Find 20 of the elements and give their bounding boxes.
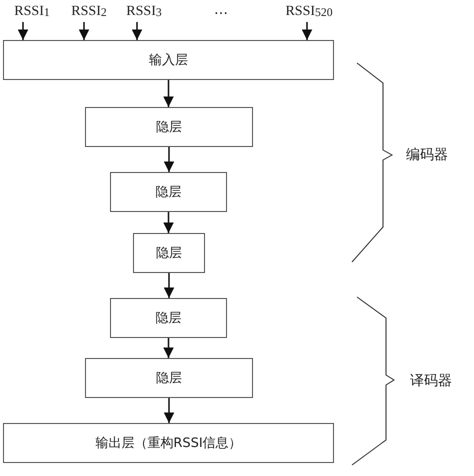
arrow	[302, 22, 312, 40]
arrow	[18, 22, 28, 40]
arrow	[164, 398, 174, 423]
arrow	[163, 338, 174, 358]
arrow	[164, 273, 174, 298]
arrow	[78, 22, 90, 40]
layer-box: 输出层（重构RSSI信息）	[3, 423, 334, 463]
arrow	[164, 147, 174, 172]
group-label: 译码器	[410, 372, 452, 390]
layer-box: 隐层	[110, 298, 227, 338]
layer-box: 隐层	[133, 233, 205, 273]
layer-box: 隐层	[85, 358, 253, 398]
group-label: 编码器	[406, 146, 448, 164]
layer-box: 隐层	[85, 107, 253, 147]
layer-box: 隐层	[110, 172, 227, 212]
arrow	[132, 22, 142, 40]
ellipsis-label: …	[214, 2, 228, 18]
layer-box: 输入层	[3, 40, 334, 80]
arrow	[163, 212, 174, 233]
arrow	[163, 80, 174, 107]
